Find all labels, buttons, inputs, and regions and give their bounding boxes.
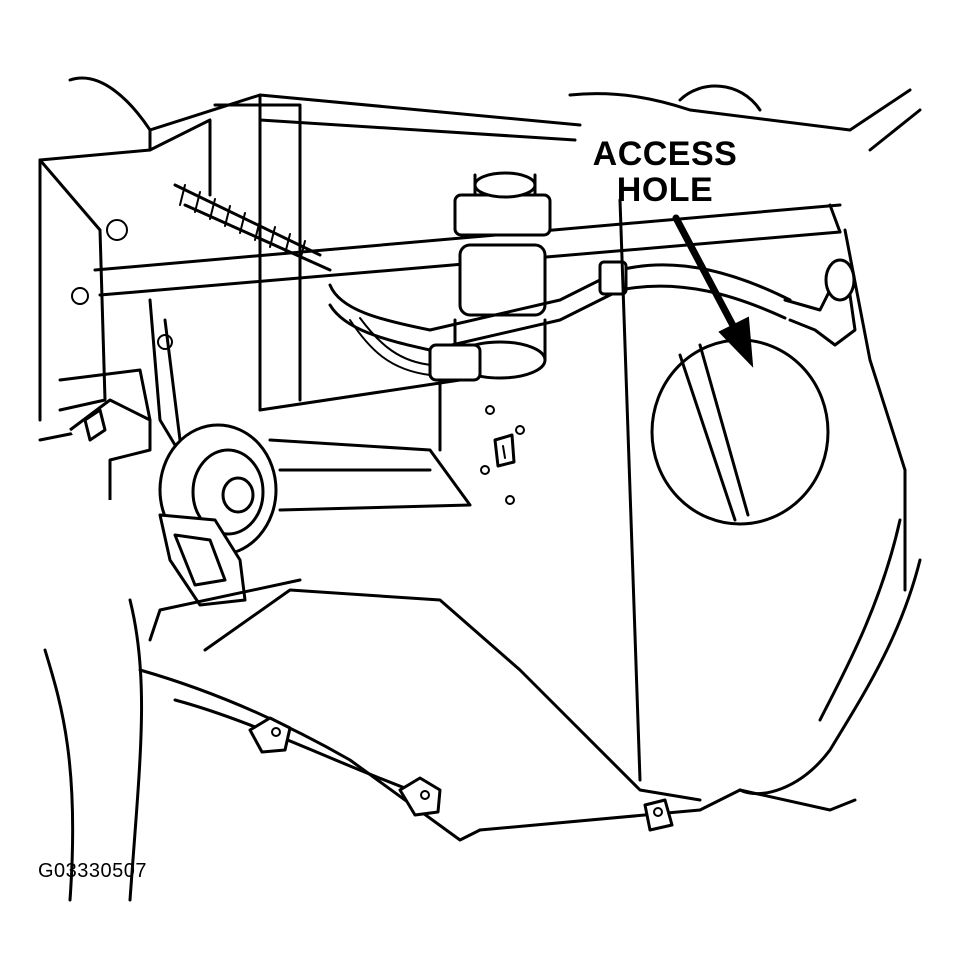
lower-panel bbox=[138, 578, 857, 842]
left-pillar bbox=[38, 76, 152, 902]
access-hole-callout: ACCESS HOLE bbox=[560, 136, 770, 208]
callout-arrow bbox=[672, 214, 754, 368]
callout-line-1: ACCESS bbox=[592, 135, 738, 173]
horn bbox=[148, 298, 278, 607]
window-channel bbox=[148, 84, 912, 412]
coil-spring bbox=[173, 183, 332, 272]
figure-id: G03330507 bbox=[38, 860, 148, 882]
left-bracket bbox=[69, 398, 152, 500]
right-panel-edge bbox=[618, 108, 922, 796]
access-hole bbox=[650, 338, 830, 526]
hose bbox=[328, 258, 857, 352]
inner-shelf bbox=[258, 378, 525, 512]
callout-line-2: HOLE bbox=[616, 171, 714, 209]
